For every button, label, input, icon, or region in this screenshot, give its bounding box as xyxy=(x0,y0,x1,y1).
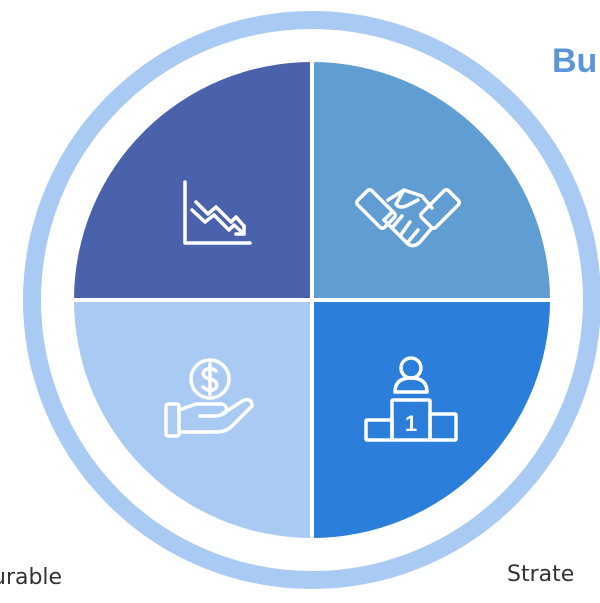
money-hand-icon xyxy=(164,358,254,438)
outer-ring xyxy=(23,11,600,589)
handshake-icon xyxy=(354,187,462,248)
bottom-right-label: Strate xyxy=(507,562,575,587)
podium-number: 1 xyxy=(405,411,417,436)
podium-first-place-icon xyxy=(364,356,458,442)
separator-horizontal xyxy=(74,298,550,302)
declining-chart-icon xyxy=(183,180,252,245)
page-title: Bu xyxy=(552,42,598,80)
